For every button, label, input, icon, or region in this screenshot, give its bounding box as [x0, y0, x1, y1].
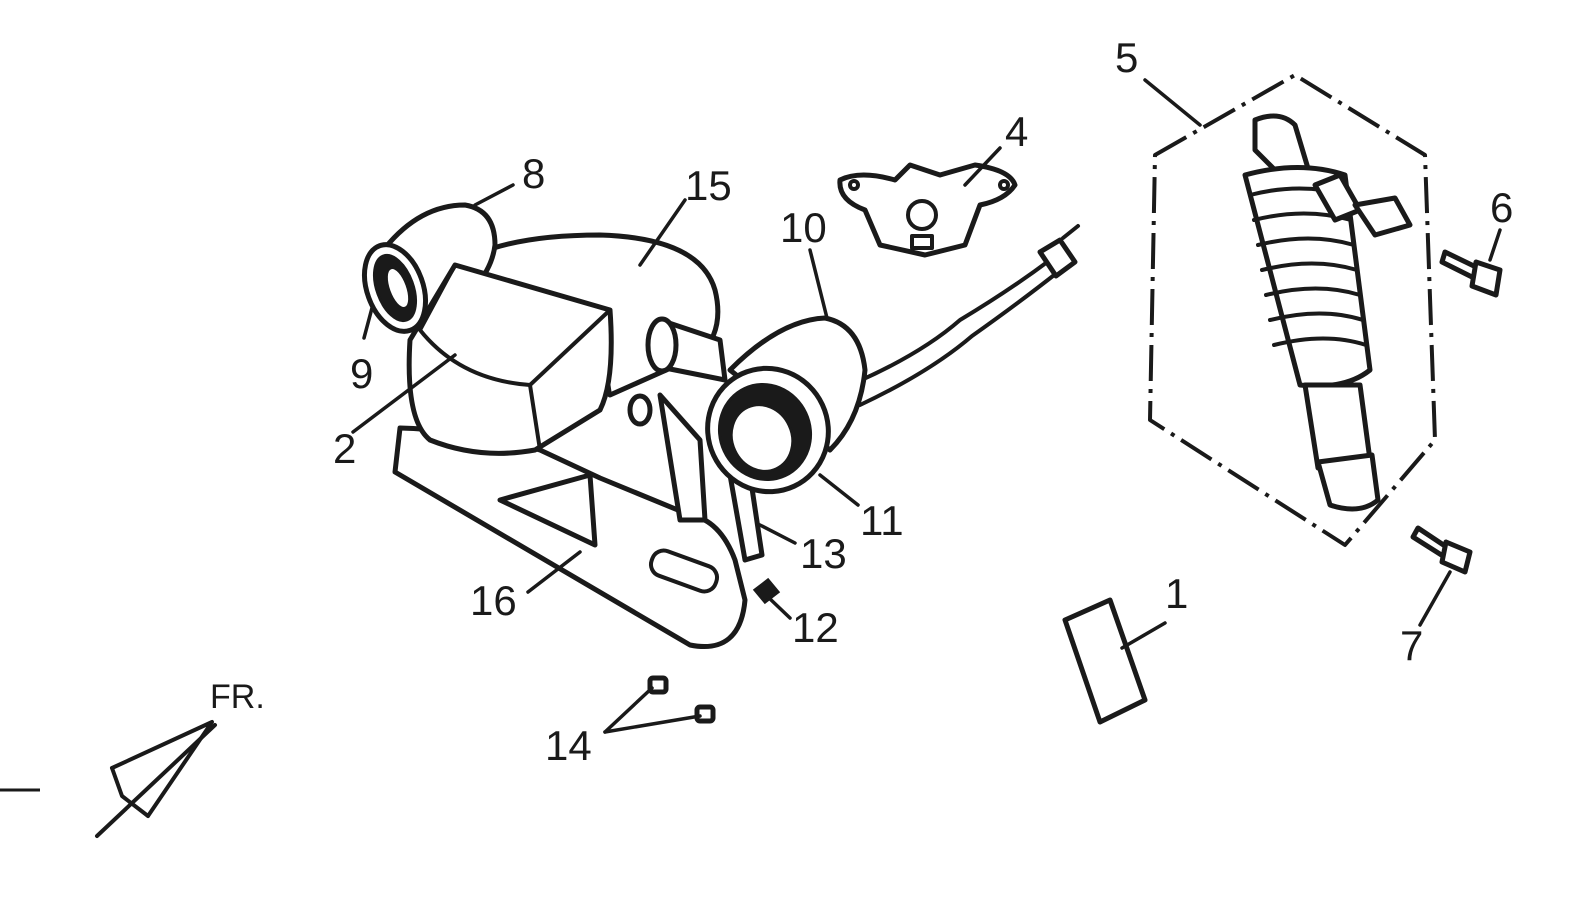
callout-2: 2	[333, 425, 356, 472]
screw	[752, 577, 781, 605]
direction-label: FR.	[210, 678, 265, 716]
nuts	[647, 675, 716, 724]
callout-13: 13	[800, 530, 847, 577]
callout-8: 8	[522, 150, 545, 197]
tail-lamp-lens	[406, 262, 614, 456]
reflector	[1062, 597, 1148, 725]
callout-4: 4	[1005, 108, 1028, 155]
shock-bushing	[1312, 172, 1413, 238]
shock-absorber-group	[1148, 73, 1437, 547]
license-plate-bracket	[392, 392, 765, 649]
reflector-cup	[362, 202, 498, 334]
callout-6: 6	[1490, 184, 1513, 231]
front-direction-arrow	[95, 720, 217, 838]
callout-12: 12	[792, 604, 839, 651]
mounting-plate	[837, 162, 1018, 258]
callout-1: 1	[1165, 570, 1188, 617]
callout-5: 5	[1115, 34, 1138, 81]
callout-11: 11	[860, 497, 904, 544]
callout-14: 14	[545, 722, 592, 769]
callout-10: 10	[780, 204, 827, 251]
turn-signal	[705, 224, 1080, 495]
mounting-stud	[627, 316, 728, 427]
callout-7: 7	[1400, 622, 1423, 669]
leader-lines	[351, 78, 1502, 734]
lower-bolt	[1410, 525, 1473, 575]
callout-16: 16	[470, 577, 517, 624]
callout-15: 15	[685, 162, 732, 209]
upper-bolt	[1439, 249, 1503, 298]
shock-absorber	[1242, 113, 1381, 512]
callout-9: 9	[350, 350, 373, 397]
